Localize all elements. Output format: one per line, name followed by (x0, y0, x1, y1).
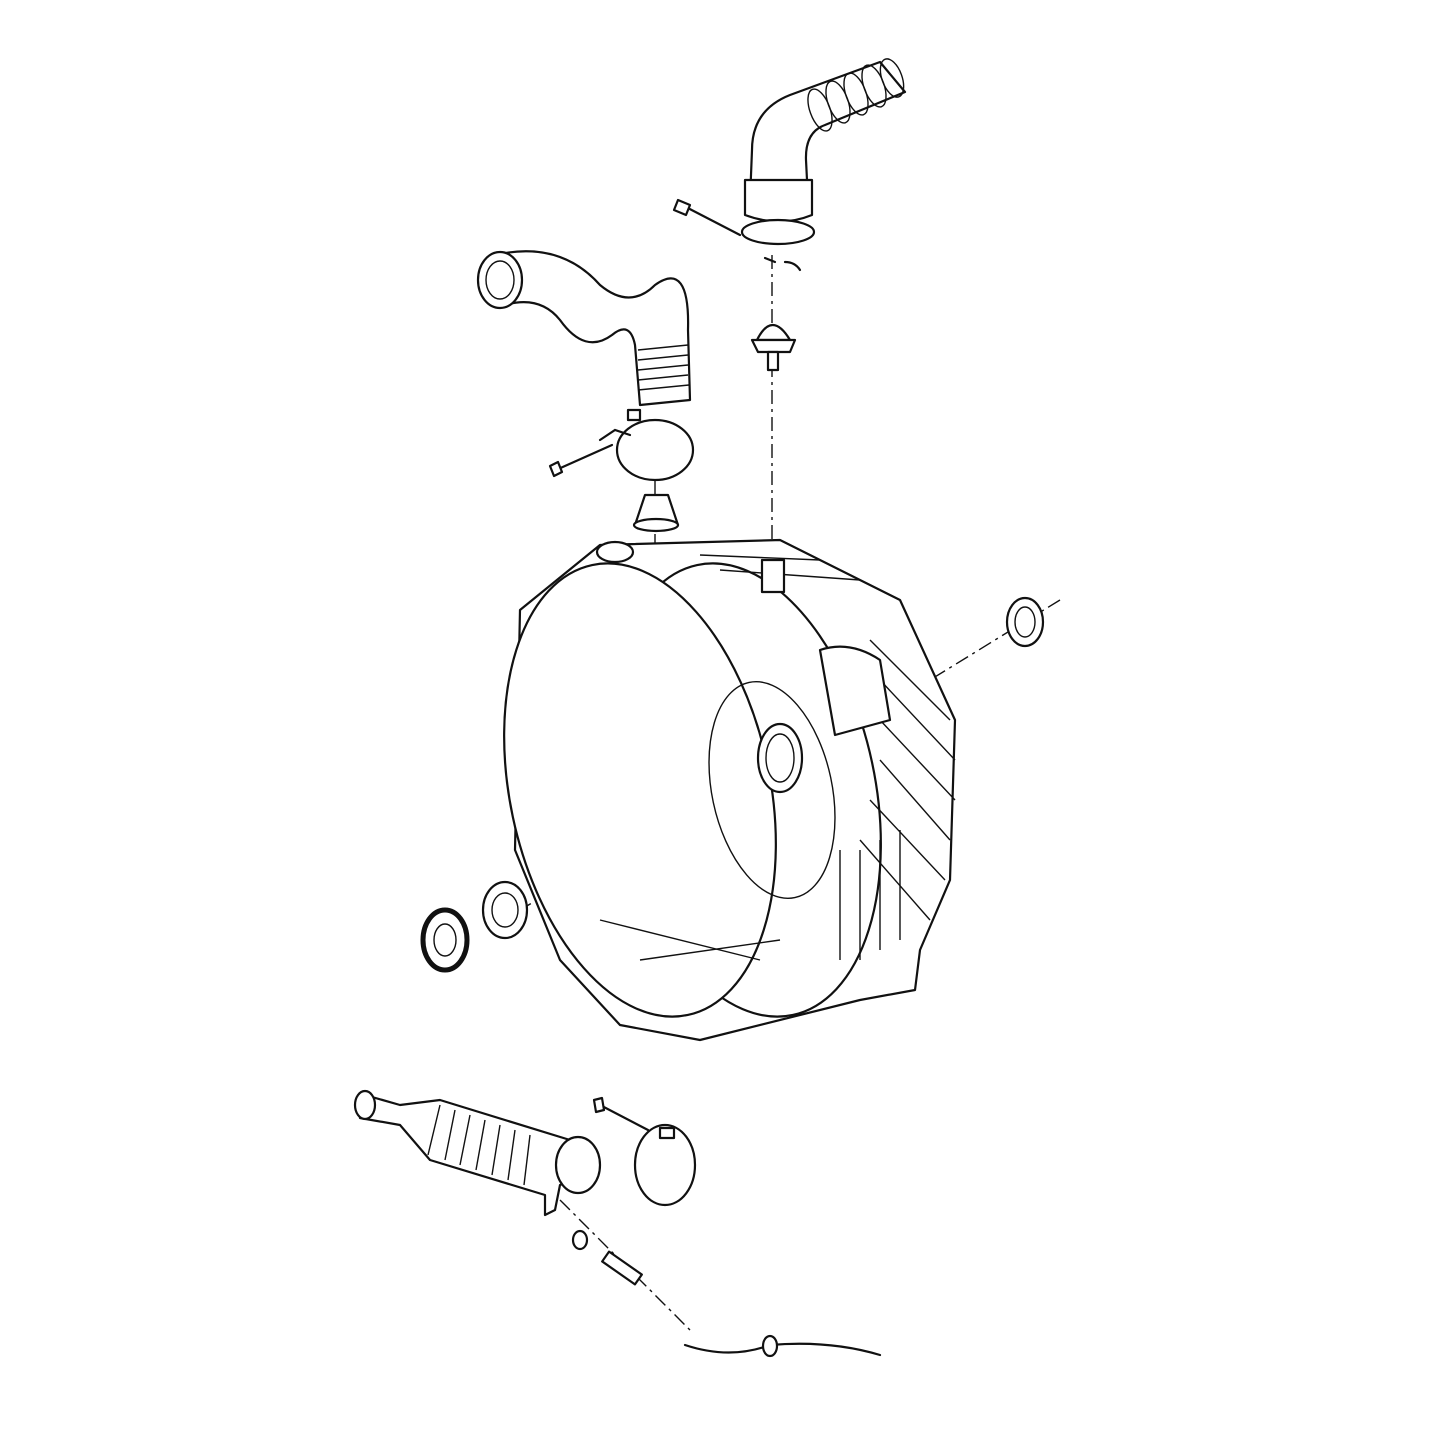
drain-cord (683, 1334, 882, 1358)
inlet-bushing (632, 493, 680, 533)
pressure-chamber-valve (750, 323, 797, 372)
front-bearing (481, 880, 529, 940)
drain-hose-clamp (633, 1123, 697, 1207)
drain-plug (601, 1250, 643, 1286)
left-hose-screw (548, 443, 614, 478)
rear-bearing (1005, 596, 1045, 648)
washer-tub (503, 538, 957, 1042)
upper-left-s-hose (476, 250, 692, 407)
top-corrugated-hose (740, 58, 907, 246)
top-hose-clip (763, 256, 802, 272)
left-hose-clamp (598, 408, 695, 482)
shaft-seal (420, 907, 470, 973)
small-hose-clip (571, 1229, 589, 1251)
top-hose-screw (672, 198, 742, 237)
drain-clamp-screw (592, 1096, 650, 1132)
drain-hose (353, 1089, 602, 1217)
